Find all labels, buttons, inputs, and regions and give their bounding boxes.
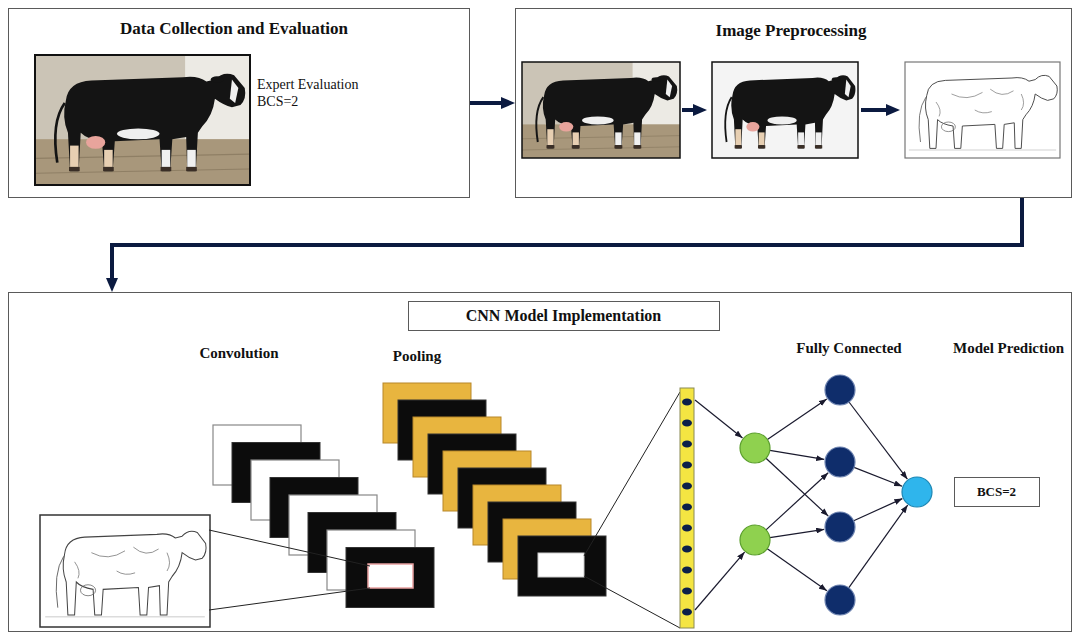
layer-label: Convolution xyxy=(199,344,278,362)
stage-panel: Convolution Pooling Fully Connected Model P… xyxy=(8,292,1072,632)
text-slot: Convolution xyxy=(199,344,278,362)
text-slot: Pooling xyxy=(393,347,441,365)
vector-unit xyxy=(682,462,692,469)
photo-frame xyxy=(522,62,680,158)
step-arrow xyxy=(861,108,894,112)
dense-arrow xyxy=(695,400,743,438)
dense-arrow xyxy=(854,467,902,486)
hidden-neuron xyxy=(740,433,770,463)
panel-heading: Data Collection and Evaluation xyxy=(120,19,348,39)
vector-unit xyxy=(682,483,692,490)
dense-neuron xyxy=(825,512,855,542)
text-slot: CNN Model Implementation xyxy=(466,306,662,325)
dense-arrow xyxy=(770,450,824,459)
vector-unit xyxy=(682,609,692,616)
vector-unit xyxy=(682,399,692,406)
output-neuron xyxy=(902,477,932,507)
text-slot: Data Collection and Evaluation xyxy=(120,19,348,39)
stage-panel: Data Collection and EvaluationExpert Eva… xyxy=(8,8,470,198)
text-slot: Expert Evaluation BCS=2 xyxy=(257,77,381,111)
pool-window xyxy=(538,553,584,577)
dense-arrow xyxy=(849,402,907,479)
dense-arrow xyxy=(770,529,824,537)
cow-photo xyxy=(522,62,680,158)
dense-arrow xyxy=(849,505,908,588)
flow-arrow xyxy=(112,198,1022,292)
vector-bar xyxy=(680,388,694,628)
text-slot: Model Prediction xyxy=(953,339,1064,357)
projection-line xyxy=(209,530,370,566)
dense-neuron xyxy=(825,585,855,615)
projection-line xyxy=(584,392,680,556)
vector-unit xyxy=(682,441,692,448)
panel-heading: Image Preprocessing xyxy=(716,21,867,41)
text-slot: Fully Connected xyxy=(796,339,901,357)
title-box: CNN Model Implementation xyxy=(408,301,720,331)
flatten-vector xyxy=(680,388,694,628)
dense-arrow xyxy=(766,473,828,530)
text-slot: BCS=2 xyxy=(977,484,1016,500)
output-box: BCS=2 xyxy=(954,477,1040,507)
cow-edge-map xyxy=(905,62,1060,158)
input-frame xyxy=(40,515,210,627)
step-arrow xyxy=(682,108,701,112)
stage-panel: Image Preprocessing xyxy=(515,8,1072,198)
dense-neuron xyxy=(825,447,855,477)
dense-neuron xyxy=(825,375,855,405)
vector-unit xyxy=(682,588,692,595)
layer-label: Fully Connected xyxy=(796,339,901,357)
vector-unit xyxy=(682,525,692,532)
flow-arrow xyxy=(470,101,515,105)
pooling-stack xyxy=(383,383,606,596)
hidden-neuron xyxy=(740,525,770,555)
feature-map xyxy=(346,548,434,608)
text-slot: Image Preprocessing xyxy=(716,21,867,41)
dense-arrow xyxy=(767,399,826,440)
vector-unit xyxy=(682,546,692,553)
dense-arrow xyxy=(854,499,903,521)
vector-unit xyxy=(682,567,692,574)
prediction-value: BCS=2 xyxy=(977,484,1016,500)
dense-arrow xyxy=(767,549,827,591)
dense-connections xyxy=(695,399,908,610)
vector-unit xyxy=(682,420,692,427)
dense-arrow xyxy=(695,552,745,610)
vector-unit xyxy=(682,504,692,511)
photo-frame xyxy=(35,55,250,185)
pooled-map xyxy=(518,536,606,596)
photo-frame xyxy=(905,62,1060,158)
projection-line xyxy=(209,588,370,610)
photo-frame xyxy=(712,62,858,158)
dense-arrow xyxy=(766,458,828,516)
layer-label: Pooling xyxy=(393,347,441,365)
expert-note: Expert Evaluation BCS=2 xyxy=(257,77,381,111)
section-title: CNN Model Implementation xyxy=(466,306,662,325)
projection-line xyxy=(584,576,680,628)
kernel-window xyxy=(368,564,413,588)
cow-cutout xyxy=(712,62,858,158)
input-image xyxy=(41,516,209,626)
cow-photo xyxy=(36,56,249,184)
layer-label: Model Prediction xyxy=(953,339,1064,357)
